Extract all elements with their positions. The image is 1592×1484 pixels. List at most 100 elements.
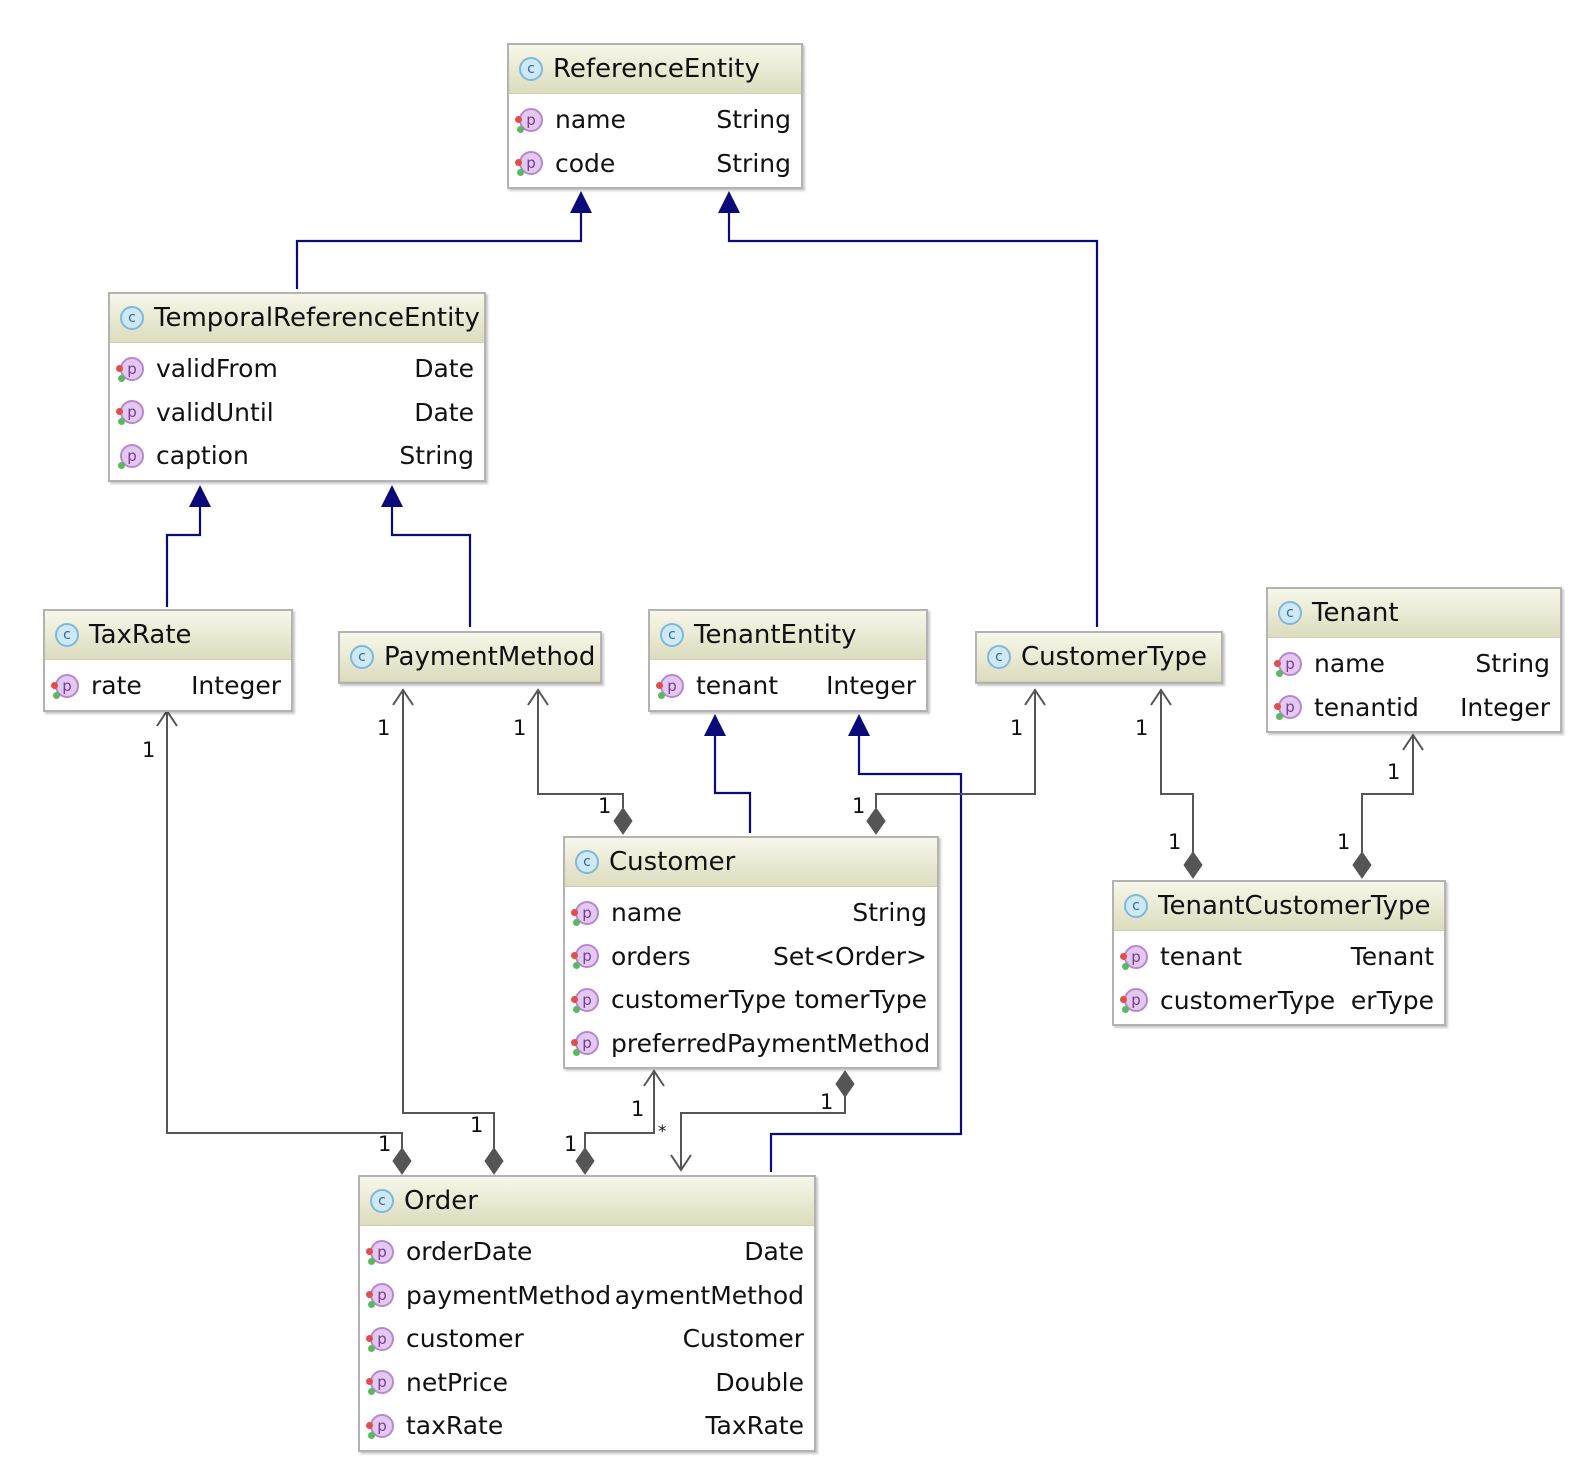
multiplicity-label: 1 — [513, 716, 527, 740]
property-row[interactable]: p orderDate Date — [360, 1230, 814, 1274]
composition-diamond — [1183, 851, 1203, 879]
property-name: preferredPaymentMethod — [611, 1028, 933, 1058]
property-name: paymentMethod — [406, 1280, 614, 1310]
property-name: name — [555, 105, 628, 135]
class-customertype[interactable]: c CustomerType — [975, 631, 1223, 684]
association-customer-paymentmethod — [537, 690, 624, 808]
class-customer[interactable]: c Customer p name String p orders Set<Or… — [563, 836, 939, 1069]
property-row[interactable]: p name String — [565, 891, 937, 935]
class-paymentmethod[interactable]: c PaymentMethod — [338, 631, 602, 684]
property-icon: p — [118, 443, 144, 469]
multiplicity-label: * — [658, 1122, 667, 1142]
property-row[interactable]: p customerType tomerType — [565, 978, 937, 1022]
class-header: c Tenant — [1268, 589, 1560, 638]
class-icon: c — [519, 57, 543, 81]
class-temporalreferenceentity[interactable]: c TemporalReferenceEntity p validFrom Da… — [108, 292, 486, 482]
property-icon: p — [366, 1326, 394, 1352]
property-row[interactable]: p caption String — [110, 434, 484, 478]
composition-diamond — [1352, 851, 1372, 879]
navigable-arrowhead — [670, 1154, 692, 1172]
property-row[interactable]: p preferredPaymentMethod — [565, 1022, 937, 1066]
property-type: Tenant — [1350, 942, 1434, 972]
multiplicity-label: 1 — [1135, 716, 1149, 740]
class-icon: c — [120, 306, 144, 330]
property-row[interactable]: p code String — [509, 142, 801, 186]
property-name: name — [1314, 649, 1387, 679]
class-icon: c — [370, 1189, 394, 1213]
property-icon: p — [515, 107, 543, 133]
property-type: aymentMethod — [614, 1280, 804, 1310]
navigable-arrowhead — [1150, 688, 1172, 706]
composition-diamond — [866, 807, 886, 835]
composition-diamond — [575, 1147, 595, 1175]
property-icon: p — [1274, 695, 1302, 721]
class-icon: c — [575, 850, 599, 874]
property-type: erType — [1350, 985, 1434, 1015]
property-type: Set<Order> — [773, 941, 927, 971]
property-name: tenantid — [1314, 692, 1421, 722]
inheritance-arrowhead — [189, 485, 211, 507]
class-name: ReferenceEntity — [553, 54, 760, 84]
property-name: customer — [406, 1324, 526, 1354]
multiplicity-label: 1 — [820, 1090, 834, 1114]
class-name: CustomerType — [1021, 642, 1208, 672]
property-name: code — [555, 148, 618, 178]
multiplicity-label: 1 — [564, 1132, 578, 1156]
multiplicity-label: 1 — [142, 738, 156, 762]
property-row[interactable]: p validUntil Date — [110, 391, 484, 435]
generalization-order-to-tenantentity — [769, 736, 963, 1172]
inheritance-arrowhead — [718, 191, 740, 213]
class-taxrate[interactable]: c TaxRate p rate Integer — [43, 609, 293, 712]
property-row[interactable]: p orders Set<Order> — [565, 935, 937, 979]
inheritance-arrowhead — [704, 714, 726, 736]
property-row[interactable]: p taxRate TaxRate — [360, 1404, 814, 1448]
property-type: tomerType — [794, 985, 927, 1015]
navigable-arrowhead — [1024, 688, 1046, 706]
class-icon: c — [660, 623, 684, 647]
inheritance-arrowhead — [848, 714, 870, 736]
class-header: c PaymentMethod — [340, 633, 600, 682]
class-tenantcustomertype[interactable]: c TenantCustomerType p tenant Tenant p c… — [1112, 880, 1446, 1026]
property-row[interactable]: p name String — [1268, 642, 1560, 686]
property-row[interactable]: p tenantid Integer — [1268, 686, 1560, 730]
property-name: customerType — [611, 985, 789, 1015]
property-row[interactable]: p customer Customer — [360, 1317, 814, 1361]
multiplicity-label: 1 — [598, 794, 612, 818]
class-order[interactable]: c Order p orderDate Date p paymentMethod… — [358, 1175, 816, 1452]
composition-diamond — [835, 1070, 855, 1098]
class-referenceentity[interactable]: c ReferenceEntity p name String p code S… — [507, 43, 803, 189]
class-tenant[interactable]: c Tenant p name String p tenantid Intege… — [1266, 587, 1562, 733]
property-name: netPrice — [406, 1367, 511, 1397]
property-row[interactable]: p validFrom Date — [110, 347, 484, 391]
generalization-temporalreferenceentity-to-referenceentity — [295, 210, 583, 289]
property-row[interactable]: p customerType erType — [1114, 979, 1444, 1023]
property-row[interactable]: p tenant Tenant — [1114, 935, 1444, 979]
class-icon: c — [350, 645, 374, 669]
class-name: Tenant — [1312, 598, 1399, 628]
class-name: Order — [404, 1186, 478, 1216]
property-row[interactable]: p tenant Integer — [650, 664, 926, 708]
property-name: customerType — [1160, 985, 1338, 1015]
generalization-taxrate-to-temporalreferenceentity — [165, 504, 202, 607]
composition-diamond — [392, 1147, 412, 1175]
generalization-customertype-to-referenceentity — [727, 210, 1099, 627]
property-icon: p — [366, 1283, 394, 1309]
navigable-arrowhead — [527, 688, 549, 706]
property-name: tenant — [696, 671, 780, 701]
property-row[interactable]: p paymentMethod aymentMethod — [360, 1274, 814, 1318]
class-name: PaymentMethod — [384, 642, 596, 672]
class-header: c TenantEntity — [650, 611, 926, 660]
generalization-customer-to-tenantentity — [713, 736, 752, 833]
property-row[interactable]: p rate Integer — [45, 664, 291, 708]
multiplicity-label: 1 — [1010, 716, 1024, 740]
association-order-paymentmethod — [402, 690, 495, 1148]
class-tenantentity[interactable]: c TenantEntity p tenant Integer — [648, 609, 928, 712]
property-type: Integer — [1460, 692, 1550, 722]
property-type: Date — [744, 1237, 804, 1267]
navigable-arrowhead — [1402, 733, 1424, 751]
property-row[interactable]: p netPrice Double — [360, 1361, 814, 1405]
generalization-paymentmethod-to-temporalreferenceentity — [390, 504, 472, 627]
class-header: c CustomerType — [977, 633, 1221, 682]
property-row[interactable]: p name String — [509, 98, 801, 142]
association-order-customer — [584, 1071, 655, 1148]
